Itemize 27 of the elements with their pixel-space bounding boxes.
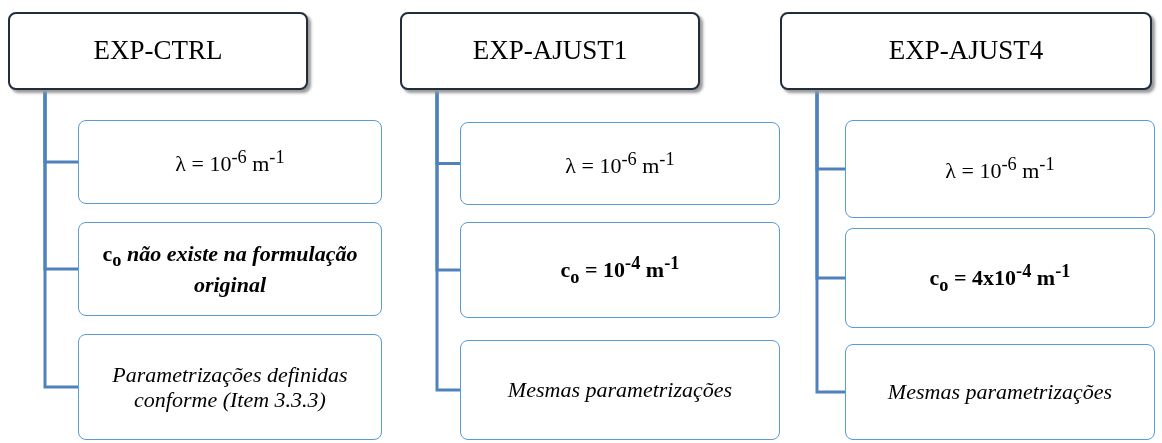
header-text: EXP-AJUST1	[472, 35, 628, 67]
parameter-text: λ = 10$^{-6}$ m$^{-1}$	[945, 154, 1055, 184]
parameter-text: c$_{o}$ = 4x10$^{-4}$ m$^{-1}$	[929, 260, 1071, 296]
parameter-text: Mesmas parametrizações	[887, 379, 1113, 405]
parameter-box	[845, 228, 1155, 328]
connector-line	[43, 90, 78, 389]
parameter-text: λ = 10$^{-6}$ m$^{-1}$	[565, 148, 675, 179]
parameter-box	[845, 344, 1155, 440]
experiment-header-box	[400, 12, 700, 90]
header-text: EXP-CTRL	[93, 35, 223, 67]
parameter-text: c$_{o}$ não existe na formulação original	[101, 241, 359, 297]
experiment-header-box	[8, 12, 308, 90]
connector-line	[435, 90, 460, 392]
experiment-header-box	[780, 12, 1152, 90]
parameter-text: λ = 10$^{-6}$ m$^{-1}$	[175, 147, 285, 177]
parameter-text: Mesmas parametrizações	[507, 377, 733, 403]
header-text: EXP-AJUST4	[888, 35, 1044, 67]
parameter-box	[845, 120, 1155, 218]
parameter-box	[460, 222, 780, 318]
parameter-box	[460, 340, 780, 440]
parameter-box	[460, 122, 780, 205]
parameter-box	[78, 120, 382, 204]
parameter-text: Parametrizações definidas conforme (Item 3.3.3)	[111, 361, 349, 413]
parameter-box	[78, 334, 382, 440]
parameter-box	[78, 222, 382, 316]
connector-line	[815, 90, 845, 394]
parameter-text: c$_{o}$ = 10$^{-4}$ m$^{-1}$	[560, 252, 680, 288]
